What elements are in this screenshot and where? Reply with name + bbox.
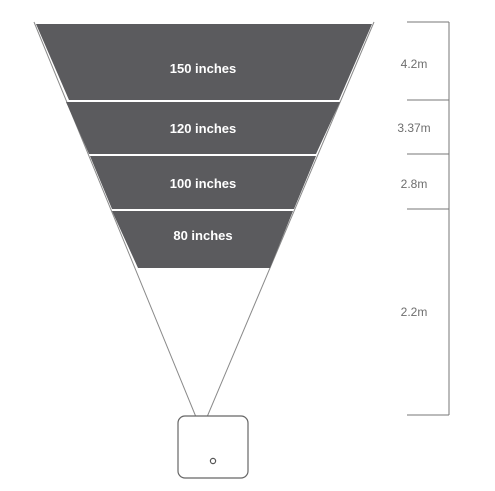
beam-line-right (206, 21, 375, 418)
distance-label-100: 2.8m (401, 177, 428, 191)
screen-label-120: 120 inches (170, 121, 237, 136)
distance-label-120: 3.37m (397, 121, 430, 135)
projector-icon (177, 415, 249, 479)
screen-100-inches (90, 156, 316, 209)
screen-150-inches (36, 24, 372, 100)
projector-lens-icon (209, 457, 217, 465)
screen-120-inches (66, 102, 340, 154)
screen-label-150: 150 inches (170, 61, 237, 76)
distance-label-80: 2.2m (401, 305, 428, 319)
screen-label-100: 100 inches (170, 176, 237, 191)
screen-label-80: 80 inches (173, 228, 232, 243)
distance-label-150: 4.2m (401, 57, 428, 71)
beam-line-left (33, 21, 197, 418)
distance-bracket (407, 21, 450, 416)
screen-80-inches (112, 211, 293, 268)
